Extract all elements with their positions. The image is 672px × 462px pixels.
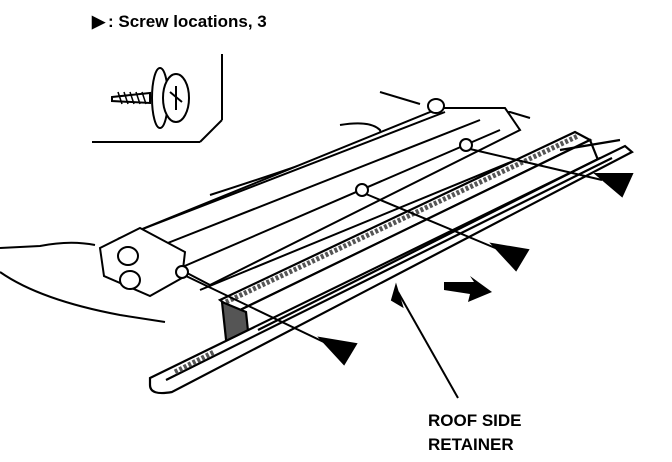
roof-side-retainer — [148, 130, 634, 395]
screw-inset — [92, 54, 223, 143]
callout-line-2: RETAINER — [428, 435, 514, 454]
direction-arrow-icon — [444, 276, 492, 302]
legend: ▶ : Screw locations, 3 — [91, 12, 267, 31]
screw-pointers — [185, 148, 634, 366]
screw-hole-1 — [175, 265, 189, 279]
callout-label: ROOF SIDE RETAINER — [428, 411, 522, 454]
screw-hole-3 — [459, 138, 473, 152]
screw-marker-icon — [489, 242, 530, 272]
screw-marker-icon — [317, 336, 358, 366]
screw-marker-icon — [593, 173, 634, 198]
screw-icon — [111, 67, 190, 129]
screw-hole-2 — [355, 183, 369, 197]
callout-line-1: ROOF SIDE — [428, 411, 522, 430]
callout-leader — [390, 282, 459, 399]
legend-marker-icon: ▶ — [91, 12, 106, 31]
screw-holes — [175, 138, 473, 279]
legend-text: : Screw locations, 3 — [108, 12, 267, 31]
